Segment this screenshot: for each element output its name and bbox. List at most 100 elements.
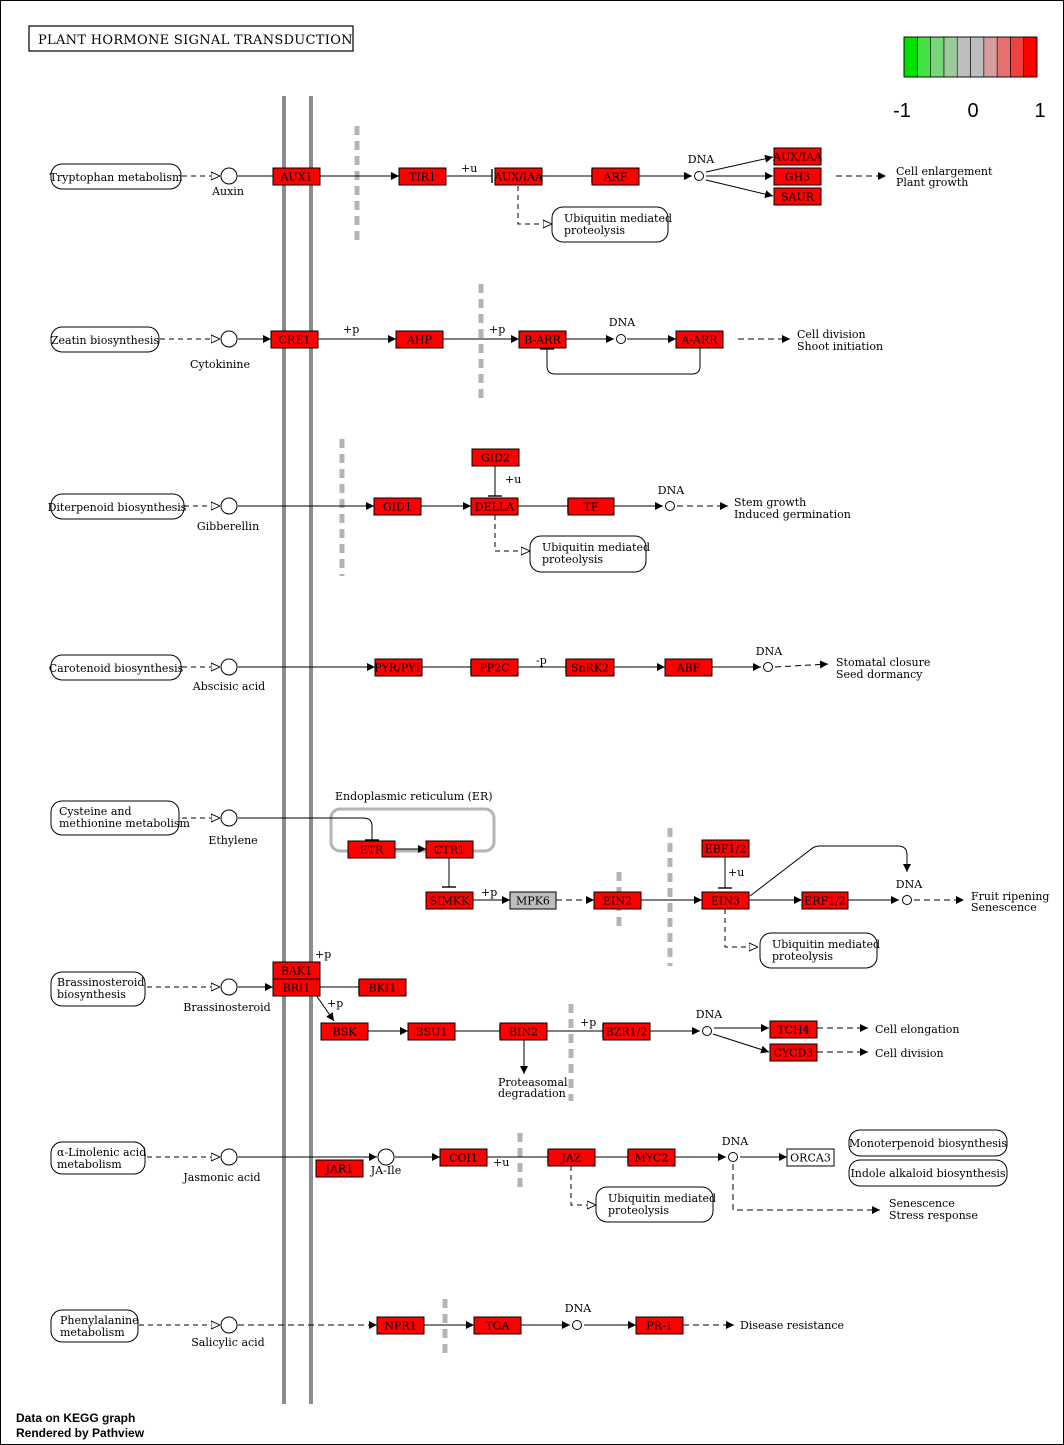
compound-abscisic-circle[interactable]: [220, 658, 238, 676]
map-diterpenoid-biosynthesis[interactable]: Diterpenoid biosynthesis: [48, 493, 187, 520]
map-label: Zeatin biosynthesis: [51, 334, 160, 347]
gene-erf1-2[interactable]: ERF1/2: [801, 891, 849, 910]
gene-ctr1[interactable]: CTR1: [425, 840, 474, 859]
gene-label: BIN2: [509, 1026, 538, 1039]
gene-bsu1[interactable]: BSU1: [407, 1022, 456, 1041]
gene-etr[interactable]: ETR: [347, 840, 396, 859]
gene-coi1[interactable]: COI1: [439, 1148, 488, 1167]
plus-p-label: +p: [580, 1016, 596, 1029]
gene-orca3[interactable]: ORCA3: [786, 1148, 835, 1167]
map-label: Diterpenoid biosynthesis: [48, 501, 187, 514]
gene-aux-iaa-target[interactable]: AUX/IAA: [772, 147, 823, 166]
map-tryptophan-metabolism[interactable]: Tryptophan metabolism: [50, 163, 183, 190]
dna-label: DNA: [696, 1008, 723, 1021]
gene-label: JAZ: [561, 1152, 582, 1165]
box-label-line2: proteolysis: [608, 1204, 669, 1217]
gene-mpk6[interactable]: MPK6: [509, 891, 557, 910]
gene-ein3[interactable]: EIN3: [701, 891, 750, 910]
map-label-line1: Brassinosteroid: [57, 976, 144, 989]
dna-node: [902, 895, 912, 905]
gene-gid1[interactable]: GID1: [373, 497, 422, 516]
gene-npr1[interactable]: NPR1: [376, 1316, 425, 1335]
map-label-line1: Cysteine and: [59, 805, 132, 818]
gene-bin2[interactable]: BIN2: [499, 1022, 548, 1041]
gene-arf[interactable]: ARF: [591, 167, 640, 186]
gene-jaz[interactable]: JAZ: [547, 1148, 596, 1167]
gene-bki1[interactable]: BKI1: [358, 978, 407, 997]
gene-jar1[interactable]: JAR1: [315, 1159, 364, 1178]
compound-ethylene-circle[interactable]: [220, 809, 238, 827]
gene-label: AUX/IAA: [493, 171, 544, 184]
compound-salicylic-circle[interactable]: [220, 1316, 238, 1334]
gene-label: PR-1: [646, 1320, 672, 1333]
plus-p-label: +p: [315, 948, 331, 961]
pathway-map-boxes: Tryptophan metabolism Zeatin biosynthesi…: [48, 163, 1008, 1343]
gene-label: MYC2: [635, 1152, 669, 1165]
gene-myc2[interactable]: MYC2: [627, 1148, 676, 1167]
compound-gibberellin-circle[interactable]: [220, 497, 238, 515]
outcome-label: Shoot initiation: [797, 340, 883, 353]
color-legend: -1 0 1: [893, 36, 1046, 122]
gene-ein2[interactable]: EIN2: [593, 891, 642, 910]
map-cysteine-methionine-metabolism[interactable]: Cysteine and methionine metabolism: [50, 800, 191, 836]
map-indole-alkaloid-biosynthesis[interactable]: Indole alkaloid biosynthesis: [848, 1159, 1008, 1187]
gene-a-arr[interactable]: A-ARR: [675, 330, 724, 349]
process-boxes: Ubiquitin mediated proteolysis Ubiquitin…: [335, 206, 880, 1223]
gene-pyr-pyl[interactable]: PYR/PYL: [374, 658, 424, 677]
map-brassinosteroid-biosynthesis[interactable]: Brassinosteroid biosynthesis: [50, 971, 146, 1007]
compound-auxin-circle[interactable]: [220, 167, 238, 185]
map-phenylalanine-metabolism[interactable]: Phenylalanine metabolism: [50, 1309, 139, 1343]
ubiquitin-proteolysis-box-gibberellin[interactable]: Ubiquitin mediated proteolysis: [529, 535, 650, 573]
compound-cytokinine-circle[interactable]: [220, 330, 238, 348]
map-label-line1: Phenylalanine: [60, 1314, 139, 1327]
box-label-line1: Ubiquitin mediated: [564, 212, 672, 225]
dna-label: DNA: [609, 316, 636, 329]
map-carotenoid-biosynthesis[interactable]: Carotenoid biosynthesis: [49, 654, 184, 681]
gene-aux1[interactable]: AUX1: [272, 167, 321, 186]
gene-snrk2[interactable]: SnRK2: [565, 658, 615, 677]
ubiquitin-proteolysis-box-auxin[interactable]: Ubiquitin mediated proteolysis: [551, 206, 672, 243]
gene-ebf1-2[interactable]: EBF1/2: [701, 839, 750, 858]
gene-aux-iaa[interactable]: AUX/IAA: [493, 167, 544, 186]
gene-abf[interactable]: ABF: [664, 658, 713, 677]
gene-tf[interactable]: TF: [567, 497, 615, 516]
legend-frame: [903, 36, 1038, 78]
plus-p-label: +p: [327, 997, 343, 1010]
gene-della[interactable]: DELLA: [470, 497, 519, 516]
gene-pp2c[interactable]: PP2C: [470, 658, 519, 677]
ubiquitin-proteolysis-box-jasmonic[interactable]: Ubiquitin mediated proteolysis: [595, 1186, 716, 1223]
gene-tir1[interactable]: TIR1: [398, 167, 447, 186]
plus-u-label: +u: [461, 162, 477, 175]
compound-ja-ile-circle[interactable]: [377, 1148, 395, 1166]
gene-bri1[interactable]: BRI1: [272, 978, 321, 997]
gene-gh3[interactable]: GH3: [773, 167, 822, 186]
gene-label: ETR: [360, 844, 384, 857]
outcome-label: Fruit ripening: [971, 890, 1049, 903]
gene-tch4[interactable]: TCH4: [769, 1020, 818, 1039]
map-monoterpenoid-biosynthesis[interactable]: Monoterpenoid biosynthesis: [848, 1129, 1008, 1157]
ubiquitin-proteolysis-box-ethylene[interactable]: Ubiquitin mediated proteolysis: [759, 932, 880, 969]
map-alpha-linolenic-acid-metabolism[interactable]: α-Linolenic acid metabolism: [50, 1141, 146, 1175]
edges: [139, 154, 964, 1325]
gene-label: SIMKK: [430, 895, 470, 908]
map-zeatin-biosynthesis[interactable]: Zeatin biosynthesis: [50, 326, 160, 353]
gene-bsk[interactable]: BSK: [320, 1022, 369, 1041]
map-label: Carotenoid biosynthesis: [49, 662, 184, 675]
compound-brassinosteroid-circle[interactable]: [220, 978, 238, 996]
gene-cre1[interactable]: CRE1: [270, 330, 319, 349]
plus-p-label: +p: [343, 323, 359, 336]
gene-tga[interactable]: TGA: [473, 1316, 522, 1335]
gene-bak1[interactable]: BAK1: [272, 961, 321, 980]
gene-label: ORCA3: [790, 1152, 831, 1165]
compound-jasmonic-circle[interactable]: [220, 1148, 238, 1166]
gene-label: ERF1/2: [804, 895, 846, 908]
gene-bzr1-2[interactable]: BZR1/2: [602, 1022, 651, 1041]
dna-node: [694, 171, 704, 181]
gene-gid2[interactable]: GID2: [471, 448, 520, 467]
gene-ahp[interactable]: AHP: [395, 330, 444, 349]
gene-pr-1[interactable]: PR-1: [635, 1316, 684, 1335]
gene-simkk[interactable]: SIMKK: [425, 891, 474, 910]
gene-saur[interactable]: SAUR: [773, 187, 822, 206]
gene-cycd3[interactable]: CYCD3: [769, 1043, 818, 1062]
gene-b-arr[interactable]: B-ARR: [518, 330, 567, 349]
